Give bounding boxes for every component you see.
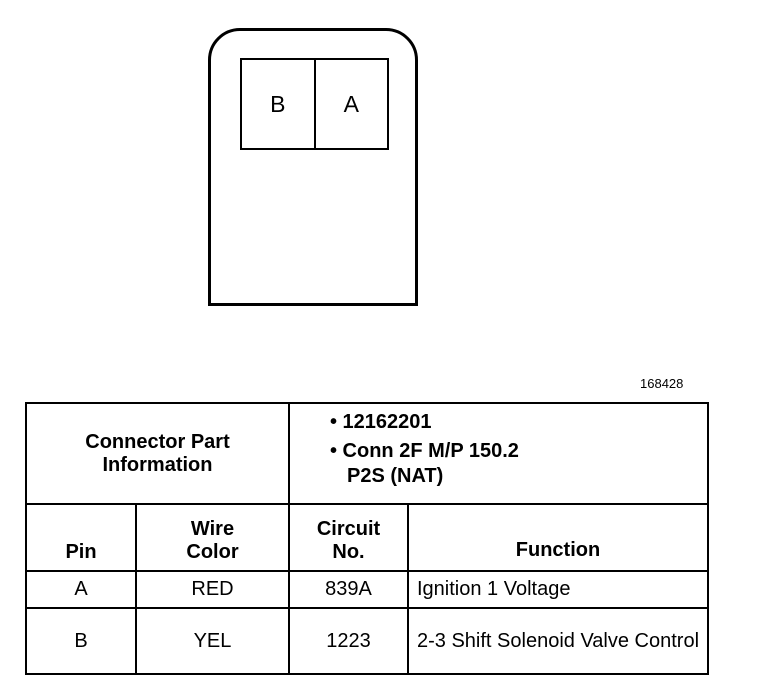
wire-color: RED xyxy=(135,570,290,609)
circuit: 1223 xyxy=(288,607,409,675)
pin: A xyxy=(25,570,137,609)
header-circuit: Circuit No. xyxy=(288,503,409,572)
table-row: A RED 839A Ignition 1 Voltage xyxy=(25,570,709,609)
circuit: 839A xyxy=(288,570,409,609)
connector-cavities: B A xyxy=(240,58,389,150)
connector-table: Connector Part Information • 12162201 • … xyxy=(25,402,709,675)
figure-number: 168428 xyxy=(640,376,684,391)
cavity-b: B xyxy=(270,90,286,117)
pin: B xyxy=(25,607,137,675)
part-number: • 12162201 xyxy=(330,411,432,433)
header-row: Pin Wire Color Circuit No. Function xyxy=(25,503,709,572)
wire-color: YEL xyxy=(135,607,290,675)
header-pin: Pin xyxy=(25,503,137,572)
function: 2-3 Shift Solenoid Valve Control xyxy=(407,607,709,675)
header-wire-color: Wire Color xyxy=(135,503,290,572)
table-row: B YEL 1223 2-3 Shift Solenoid Valve Cont… xyxy=(25,607,709,675)
connector-outline xyxy=(208,28,418,306)
part-info-label: Connector Part Information xyxy=(25,402,290,505)
header-function: Function xyxy=(407,503,709,572)
cavity-a: A xyxy=(313,60,388,148)
function: Ignition 1 Voltage xyxy=(407,570,709,609)
